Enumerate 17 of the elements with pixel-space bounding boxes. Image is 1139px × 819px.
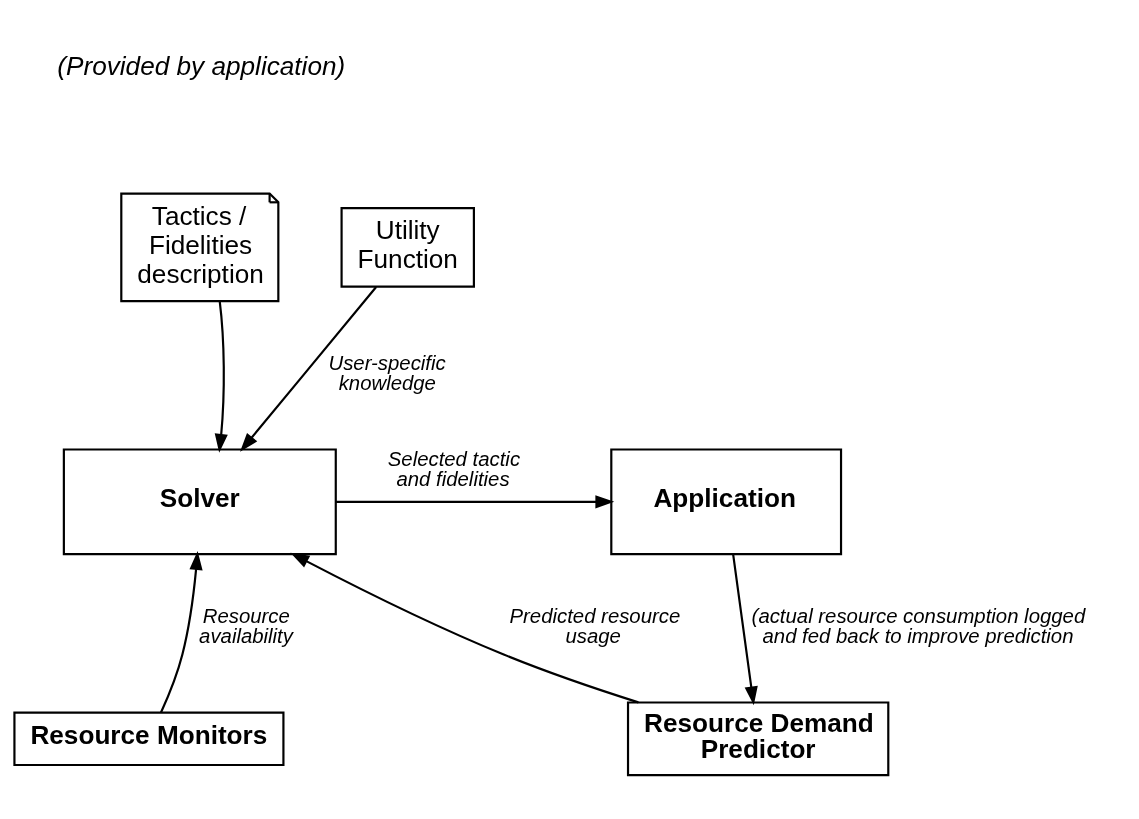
arrow xyxy=(290,552,639,704)
label: (Provided by application) xyxy=(57,50,346,81)
arrow xyxy=(214,301,228,453)
edge-label: Resource availability xyxy=(199,604,293,648)
arrow xyxy=(160,551,203,713)
edge-label: User-specific knowledge xyxy=(328,351,446,395)
arrow xyxy=(336,495,615,509)
edge-label: Predicted resource usage xyxy=(509,604,681,648)
node-box: Resource Demand Predictor xyxy=(626,701,890,777)
node-box: Application xyxy=(610,448,843,556)
edge-label: (actual resource consumption logged and fed back to improve prediction xyxy=(751,604,1086,648)
edge-label: Selected tactic and fidelities xyxy=(387,447,521,491)
node-box: Utility Function xyxy=(340,207,475,288)
arrow xyxy=(240,286,377,452)
arrow xyxy=(732,554,758,706)
node-box: Resource Monitors xyxy=(13,711,285,767)
node-box: Solver xyxy=(62,448,337,556)
